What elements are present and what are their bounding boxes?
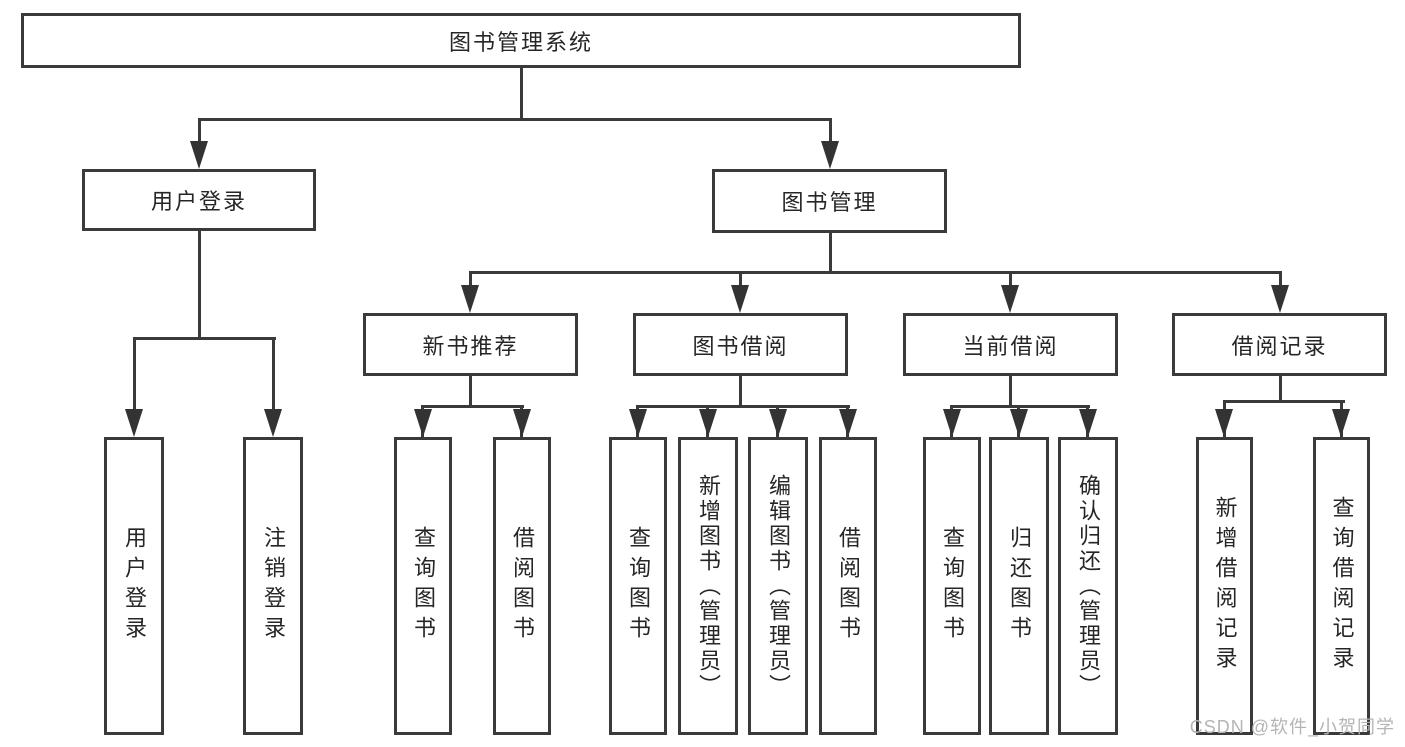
leaf-query-borrow-record: 查询借阅记录 (1313, 437, 1370, 735)
arrowhead-down-icon (629, 409, 647, 437)
connector-line (198, 118, 832, 121)
leaf-query-books-borrow: 查询图书 (609, 437, 667, 735)
connector-line (1279, 376, 1282, 403)
arrowhead-down-icon (1332, 409, 1350, 437)
node-borrow-record: 借阅记录 (1172, 313, 1387, 376)
arrowhead-down-icon (461, 285, 479, 313)
connector-line (829, 233, 832, 274)
leaf-borrow-books-recommend: 借阅图书 (493, 437, 551, 735)
node-user-login: 用户登录 (82, 169, 316, 231)
arrowhead-down-icon (264, 409, 282, 437)
connector-line (1279, 271, 1282, 287)
arrowhead-down-icon (125, 409, 143, 437)
connector-line (1009, 376, 1012, 407)
leaf-query-books-recommend: 查询图书 (394, 437, 452, 735)
connector-line (421, 405, 524, 408)
arrowhead-down-icon (1079, 409, 1097, 437)
connector-line (133, 337, 276, 340)
arrowhead-down-icon (731, 285, 749, 313)
connector-line (520, 68, 523, 120)
leaf-borrow-books: 借阅图书 (819, 437, 877, 735)
watermark: CSDN @软件_小贺同学 (1189, 717, 1395, 737)
node-new-book-recommend: 新书推荐 (363, 313, 578, 376)
leaf-edit-books-admin: 编辑图书（管理员） (748, 437, 808, 735)
node-book-management: 图书管理 (712, 169, 947, 233)
connector-line (950, 405, 1090, 408)
leaf-confirm-return-admin: 确认归还（管理员） (1058, 437, 1118, 735)
connector-line (198, 118, 201, 144)
leaf-query-books-current: 查询图书 (923, 437, 981, 735)
connector-line (133, 337, 136, 411)
arrowhead-down-icon (769, 409, 787, 437)
connector-line (198, 231, 201, 340)
arrowhead-down-icon (513, 409, 531, 437)
connector-line (469, 271, 472, 287)
arrowhead-down-icon (839, 409, 857, 437)
arrowhead-down-icon (699, 409, 717, 437)
arrowhead-down-icon (943, 409, 961, 437)
connector-line (739, 376, 742, 407)
leaf-add-books-admin: 新增图书（管理员） (678, 437, 738, 735)
arrowhead-down-icon (1215, 409, 1233, 437)
node-library-system: 图书管理系统 (21, 13, 1021, 68)
arrowhead-down-icon (414, 409, 432, 437)
arrowhead-down-icon (1001, 285, 1019, 313)
arrowhead-down-icon (821, 141, 839, 169)
arrowhead-down-icon (190, 141, 208, 169)
leaf-user-login: 用户登录 (104, 437, 164, 735)
connector-line (469, 376, 472, 407)
leaf-return-books: 归还图书 (989, 437, 1049, 735)
connector-line (1223, 400, 1345, 403)
arrowhead-down-icon (1271, 285, 1289, 313)
connector-line (1009, 271, 1012, 287)
node-book-borrow: 图书借阅 (633, 313, 848, 376)
connector-line (739, 271, 742, 287)
node-current-borrow: 当前借阅 (903, 313, 1118, 376)
leaf-add-borrow-record: 新增借阅记录 (1196, 437, 1253, 735)
leaf-logout: 注销登录 (243, 437, 303, 735)
connector-line (469, 271, 1282, 274)
connector-line (636, 405, 850, 408)
connector-line (829, 118, 832, 144)
connector-line (272, 337, 275, 411)
arrowhead-down-icon (1010, 409, 1028, 437)
